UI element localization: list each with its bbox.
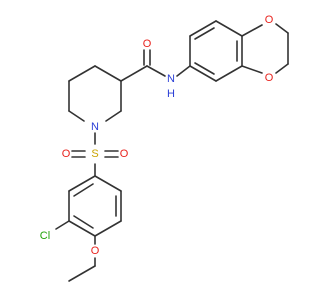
sulfonyl-sulfur-label: S [91, 148, 98, 160]
bond [241, 24, 263, 37]
bond [194, 62, 215, 75]
bond [215, 65, 243, 82]
ether-oxygen-label: O [91, 245, 100, 257]
dioxane-oxygen-top-label: O [265, 14, 274, 26]
amide-hydrogen-label: H [167, 88, 175, 100]
piperidine-nitrogen-label: N [91, 121, 99, 133]
molecule-diagram: O N H O O N S O O Cl O [40, 14, 289, 282]
bond [215, 20, 243, 37]
bond [105, 110, 122, 122]
bond [146, 65, 166, 77]
bond [68, 220, 96, 237]
bond [73, 215, 94, 229]
sulfonyl-group [71, 132, 119, 177]
bond [94, 65, 122, 82]
bond [73, 183, 94, 197]
sulfonyl-oxygen-left-label: O [62, 148, 71, 160]
bond [55, 220, 70, 230]
chloroethoxyphenyl-ring [55, 175, 122, 282]
bond [241, 65, 263, 74]
bond [275, 63, 289, 74]
sulfonyl-oxygen-right-label: O [120, 148, 129, 160]
benzodioxane-ring-system [189, 20, 289, 82]
molecule-structure: O N H O O N S O O Cl O [40, 14, 289, 282]
bond [94, 220, 122, 237]
amide-nitrogen-label: N [167, 73, 175, 85]
bond [68, 65, 96, 82]
bond [275, 23, 289, 34]
bond [94, 175, 122, 192]
bond [194, 27, 215, 40]
dioxane-oxygen-bottom-label: O [265, 72, 274, 84]
piperidine-ring [68, 65, 122, 122]
carboxamide-group [120, 49, 191, 82]
bond [68, 265, 96, 282]
bond [189, 65, 217, 82]
bond [189, 20, 217, 37]
chlorine-label: Cl [40, 230, 50, 242]
bond [68, 175, 96, 192]
bond [176, 65, 191, 77]
amide-oxygen-label: O [143, 38, 152, 50]
bond [120, 65, 148, 82]
bond [68, 110, 85, 122]
